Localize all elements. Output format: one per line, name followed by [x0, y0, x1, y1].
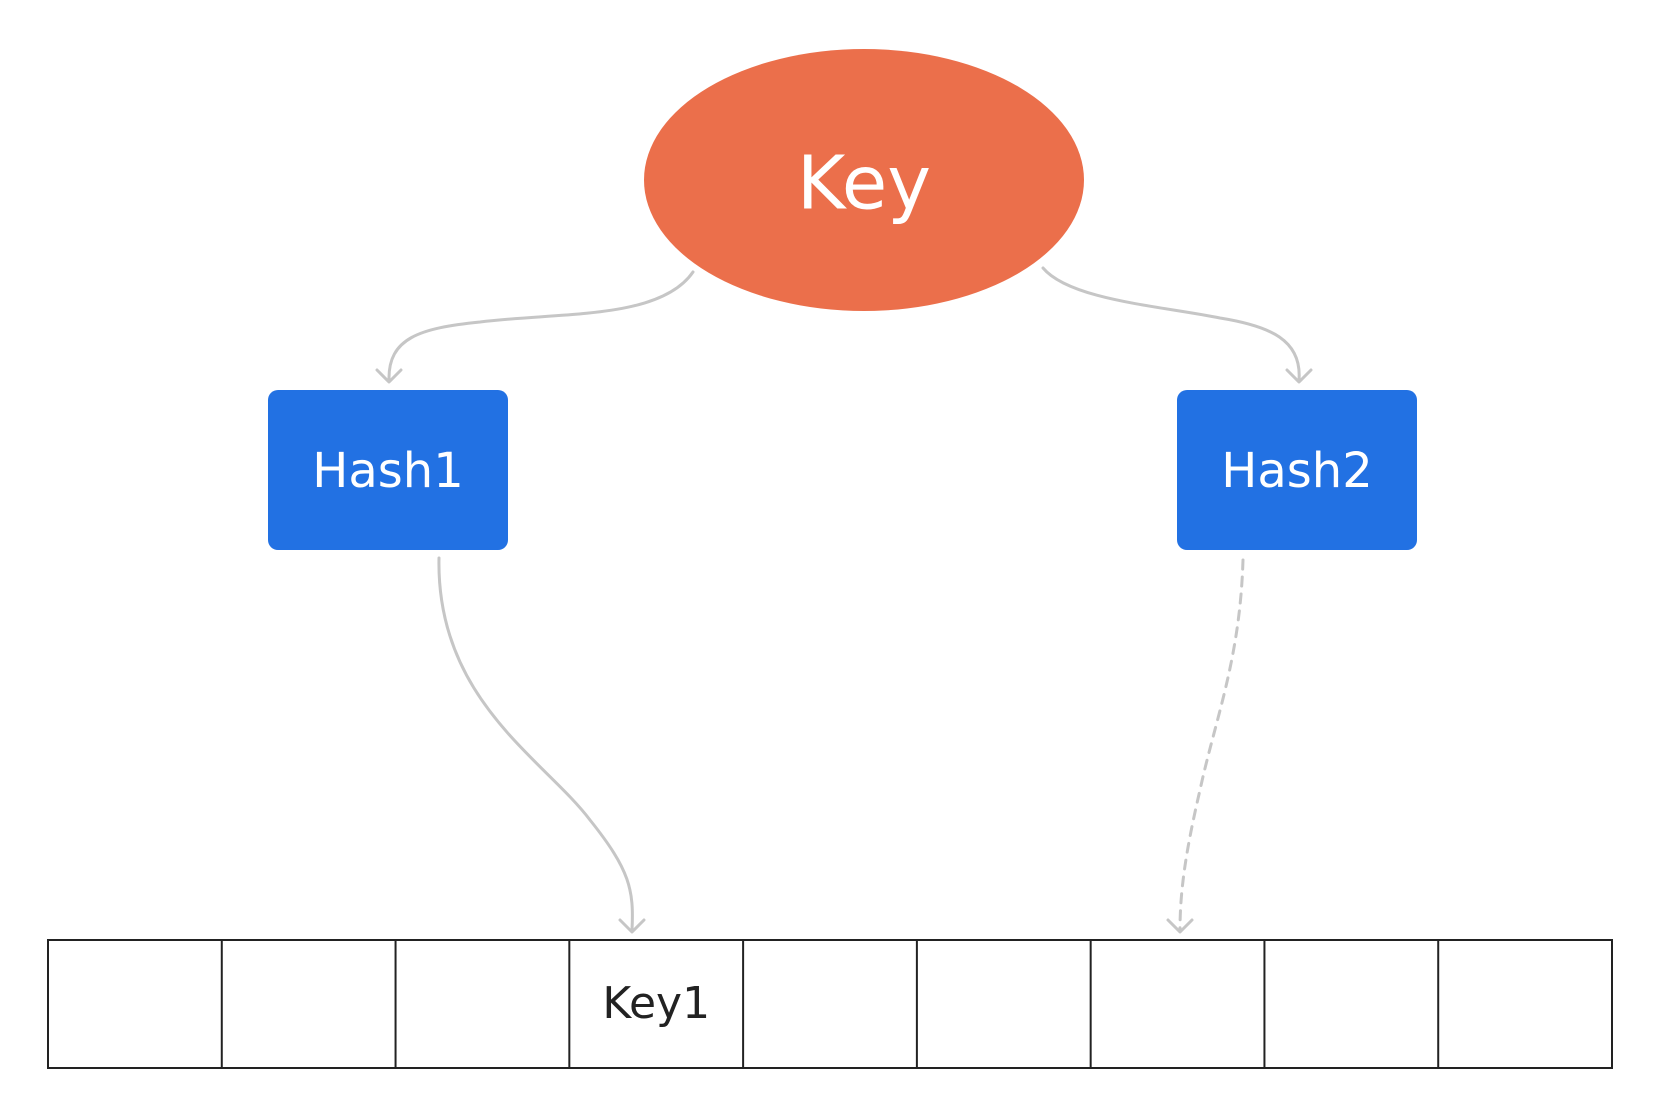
arrowhead-hash1 — [375, 368, 403, 384]
edge-hash2-to-slot7 — [1178, 558, 1245, 932]
hash1-label: Hash1 — [312, 443, 463, 499]
arrowhead-hash2 — [1285, 368, 1313, 384]
arrowhead-key1 — [618, 918, 646, 934]
edge-key-to-hash1 — [387, 270, 695, 382]
hash1-box — [268, 390, 508, 550]
bit-array: Key1 — [47, 939, 1613, 1069]
array-cell-3: Key1 — [602, 978, 710, 1029]
hash2-node: Hash2 — [1177, 390, 1417, 550]
edge-hash1-to-key1 — [437, 556, 634, 932]
key-node: Key — [644, 49, 1084, 311]
edge-key-to-hash2 — [1041, 266, 1301, 382]
key-ellipse — [644, 49, 1084, 311]
hash2-box — [1177, 390, 1417, 550]
array-border — [47, 939, 1613, 1069]
edges — [375, 266, 1313, 934]
arrowhead-slot7 — [1166, 918, 1194, 934]
key-label: Key — [797, 141, 931, 227]
hash1-node: Hash1 — [268, 390, 508, 550]
hash2-label: Hash2 — [1221, 443, 1372, 499]
